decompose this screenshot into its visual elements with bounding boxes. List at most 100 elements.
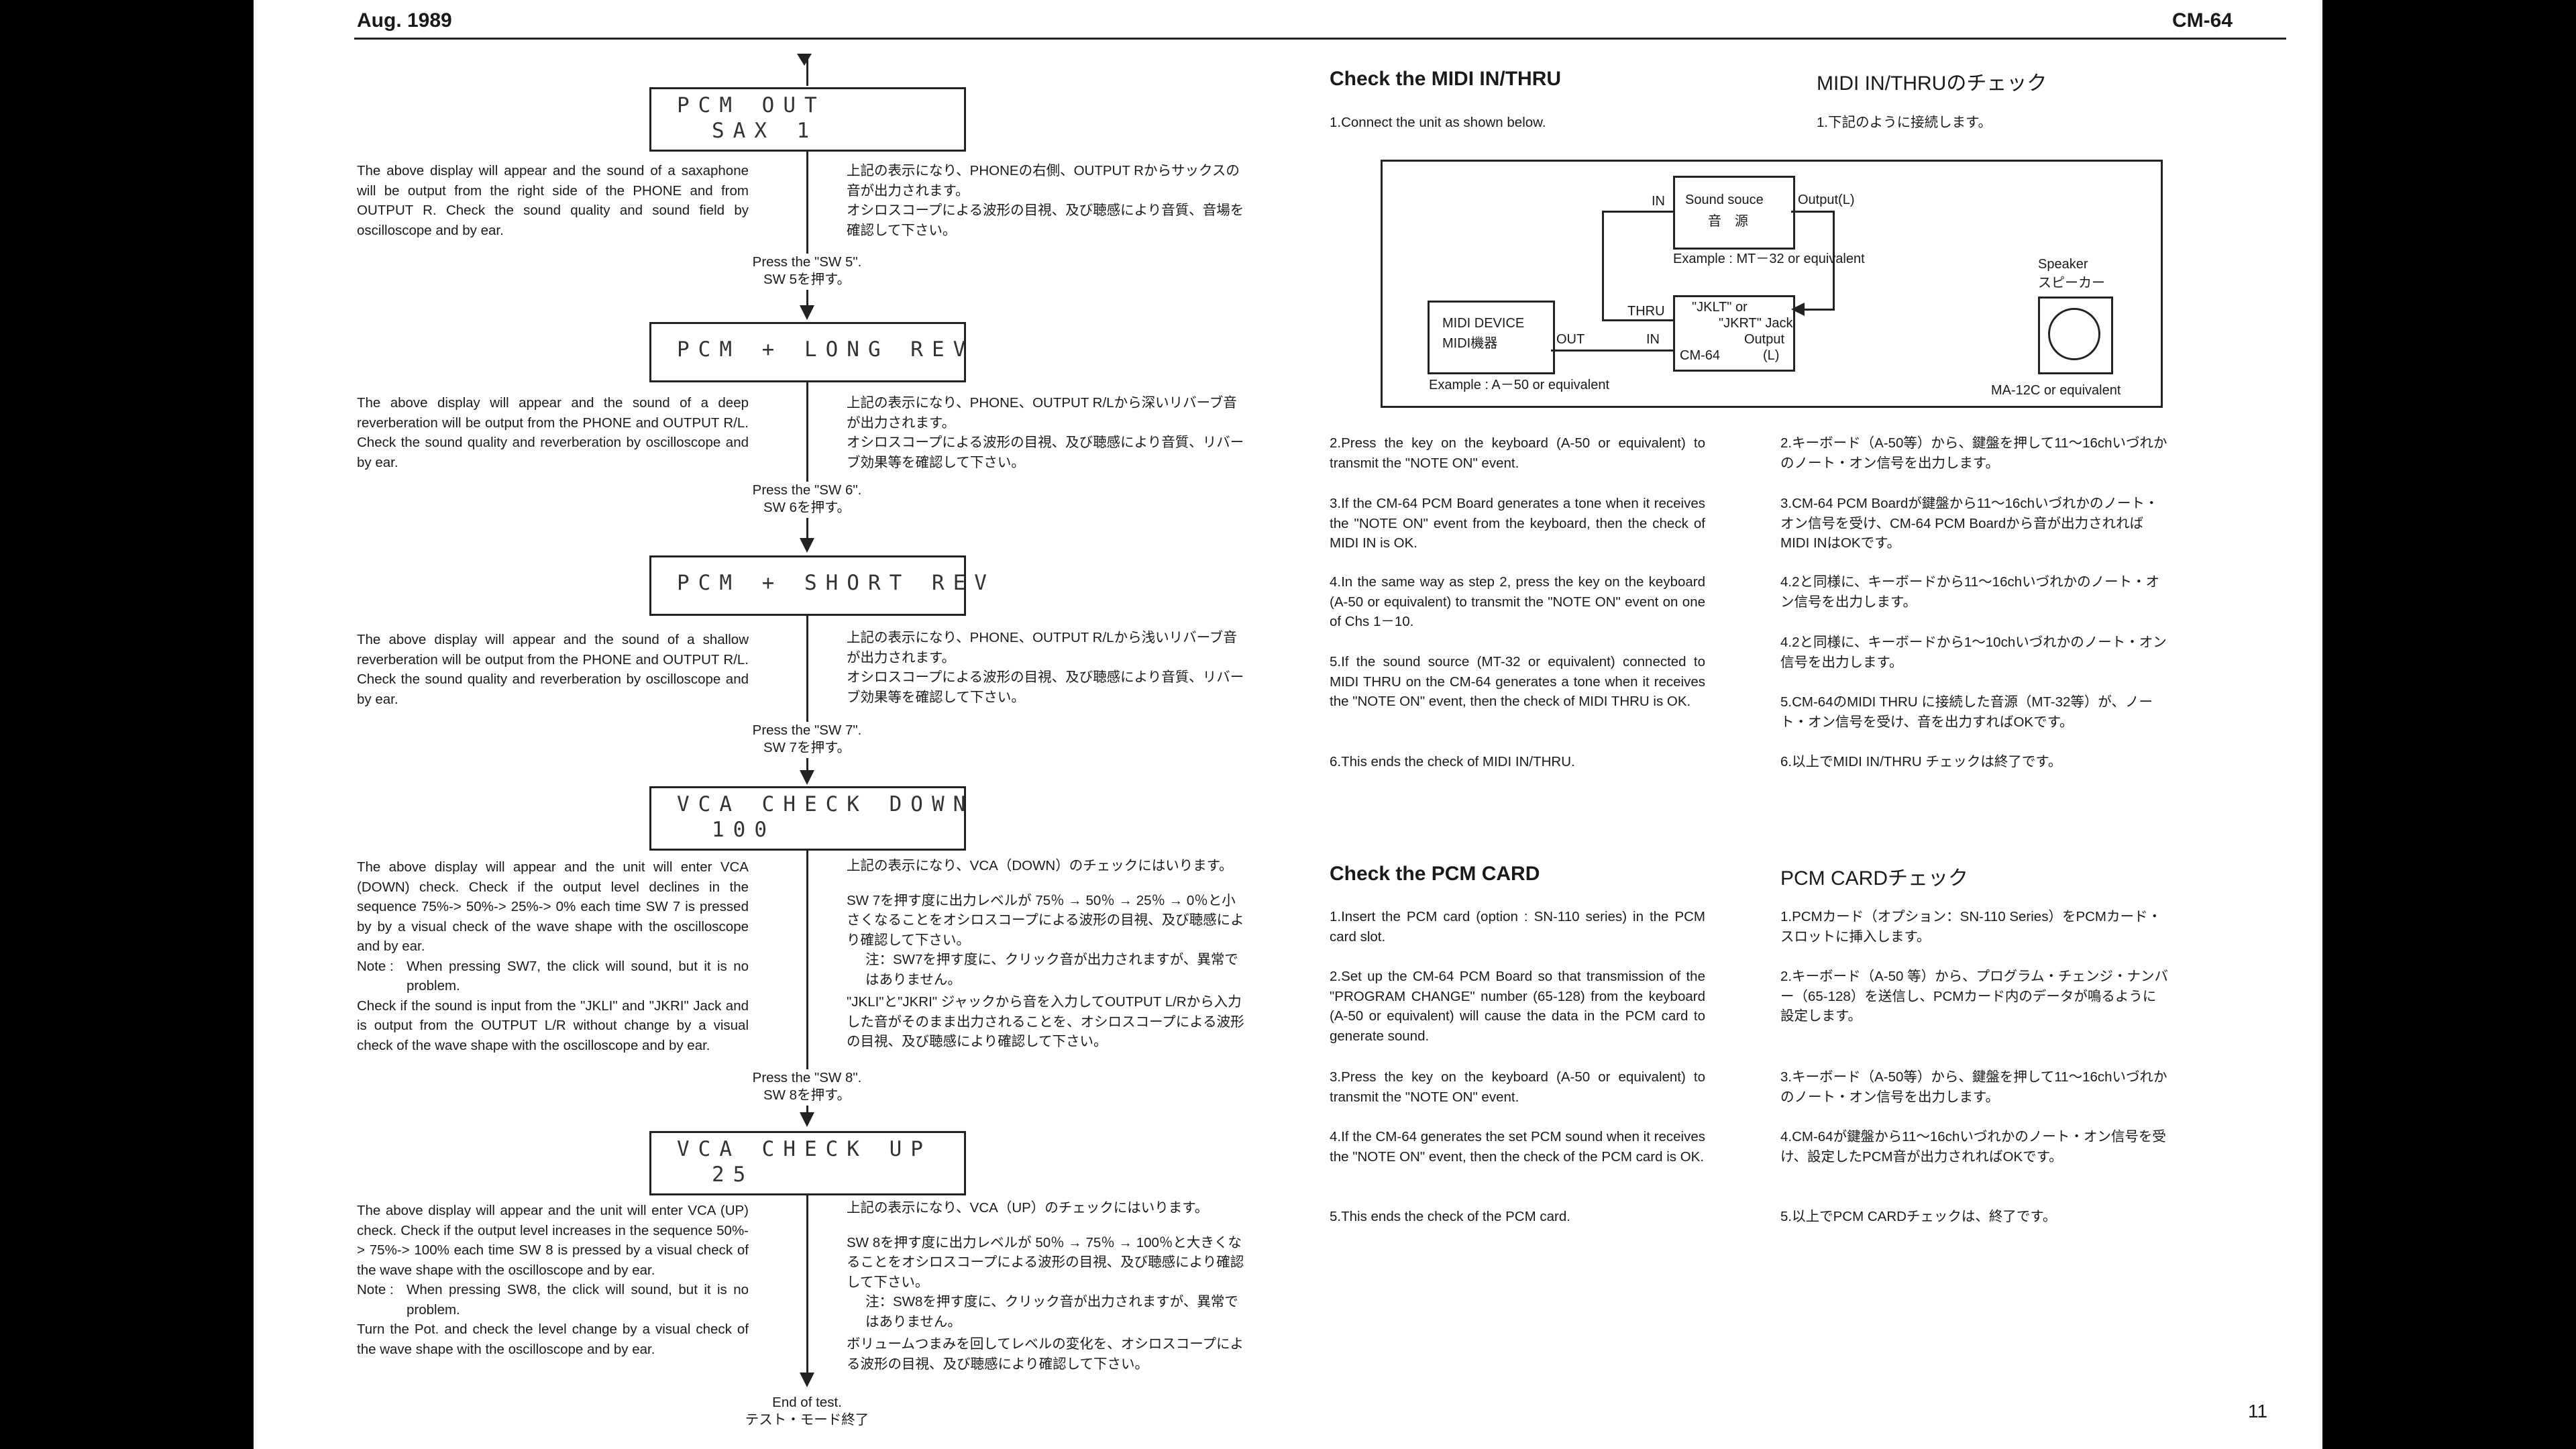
midi-step-3: 3.If the CM-64 PCM Board generates a ton…	[1330, 496, 1705, 551]
lcd-display-vca-up: VCA CHECK UP 25	[649, 1131, 966, 1195]
wire-thru-bottom	[1602, 319, 1673, 321]
midi-step-5: 5.If the sound source (MT-32 or equivale…	[1330, 654, 1705, 709]
speaker-icon	[2048, 308, 2100, 360]
connection-diagram	[1381, 160, 2163, 408]
pcm-step-2-jp: 2.キーボード（A-50 等）から、プログラム・チェンジ・ナンバー（65-128…	[1780, 969, 2168, 1024]
pcm-step-5: 5.This ends the check of the PCM card.	[1330, 1209, 1570, 1224]
in-label: IN	[1652, 194, 1665, 209]
speaker-label-jp: スピーカー	[2038, 276, 2105, 290]
lcd-display-long-rev: PCM + LONG REV	[649, 322, 966, 382]
press-jp: SW 8を押す。	[763, 1087, 851, 1103]
jack-label-2: "JKRT" Jack	[1719, 316, 1793, 331]
vca-up-pot-text: Turn the Pot. and check the level change…	[357, 1322, 749, 1357]
lcd-line-2: 25	[712, 1163, 755, 1187]
lcd-line-1: PCM + LONG REV	[677, 337, 975, 362]
lcd-line-1: VCA CHECK UP	[677, 1137, 932, 1161]
end-of-test: End of test. テスト・モード終了	[673, 1394, 941, 1429]
pcm-step-3-jp: 3.キーボード（A-50等）から、鍵盤を押して11〜16chいづれかのノート・オ…	[1780, 1069, 2167, 1105]
flow-line	[806, 849, 808, 1073]
lcd-line-2: 100	[712, 818, 775, 842]
sound-source-label-jp: 音 源	[1708, 214, 1748, 229]
jack-output-label: Output	[1744, 332, 1785, 347]
flow-arrow	[800, 1112, 814, 1127]
jp-line: "JKLI"と"JKRI" ジャックから音を入力してOUTPUT L/Rから入力…	[847, 994, 1244, 1049]
section-4-japanese: 上記の表示になり、VCA（DOWN）のチェックにはいります。 SW 7を押す度に…	[847, 856, 1246, 1052]
midi-check-title-jp: MIDI IN/THRUのチェック	[1817, 72, 2047, 95]
vca-down-note: Note : When pressing SW7, the click will…	[357, 957, 749, 996]
flow-line	[806, 758, 808, 771]
cm64-box	[1673, 295, 1795, 372]
pcm-step-4-jp: 4.CM-64が鍵盤から11〜16chいづれかのノート・オン信号を受け、設定した…	[1780, 1129, 2166, 1165]
thru-label: THRU	[1627, 304, 1665, 319]
press-en: Press the "SW 6".	[752, 482, 862, 498]
press-sw7: Press the "SW 7". SW 7を押す。	[673, 722, 941, 757]
in-label-2: IN	[1646, 332, 1660, 347]
midi-step-5-jp: 5.CM-64のMIDI THRU に接続した音源（MT-32等）が、ノート・オ…	[1780, 694, 2153, 730]
midi-step-6: 6.This ends the check of MIDI IN/THRU.	[1330, 754, 1575, 769]
midi-check-title: Check the MIDI IN/THRU	[1330, 68, 1562, 90]
section-2-english: The above display will appear and the so…	[357, 395, 749, 470]
speaker-box	[2038, 297, 2113, 374]
press-sw8: Press the "SW 8". SW 8を押す。	[673, 1069, 941, 1104]
sound-source-label: Sound souce	[1685, 193, 1764, 207]
flow-line	[806, 1106, 808, 1114]
cm64-label: CM-64	[1680, 348, 1721, 363]
speaker-label: Speaker	[2038, 257, 2088, 272]
jp-line: 上記の表示になり、VCA（DOWN）のチェックにはいります。	[847, 858, 1233, 873]
midi-device-label-jp: MIDI機器	[1442, 336, 1498, 351]
note-text: When pressing SW7, the click will sound,…	[407, 958, 749, 994]
example-mt32: Example : MT－32 or equivalent	[1673, 252, 1865, 266]
lcd-display-vca-down: VCA CHECK DOWN 100	[649, 786, 966, 851]
lcd-line-1: VCA CHECK DOWN	[677, 792, 975, 816]
midi-step-2: 2.Press the key on the keyboard (A-50 or…	[1330, 435, 1705, 471]
jp-line: SW 8を押す度に出力レベルが 50％ → 75％ → 100％と大きくなること…	[847, 1234, 1244, 1290]
section-2-japanese: 上記の表示になり、PHONE、OUTPUT R/Lから深いリバーブ音が出力されま…	[847, 395, 1244, 470]
vca-up-note: Note : When pressing SW8, the click will…	[357, 1280, 749, 1320]
midi-intro-jp: 1.下記のように接続します。	[1817, 115, 1992, 130]
section-5-japanese: 上記の表示になり、VCA（UP）のチェックにはいります。 SW 8を押す度に出力…	[847, 1198, 1246, 1374]
lcd-line-1: PCM OUT	[677, 93, 826, 117]
jp-note: 注：SW8を押す度に、クリック音が出力されますが、異常ではありません。	[865, 1294, 1238, 1330]
flow-arrow	[800, 305, 814, 320]
pcm-step-3: 3.Press the key on the keyboard (A-50 or…	[1330, 1069, 1705, 1105]
vca-down-text: The above display will appear and the un…	[357, 859, 749, 954]
note-label: Note :	[357, 958, 394, 974]
pcm-step-1-jp: 1.PCMカード（オプション：SN-110 Series）をPCMカード・スロッ…	[1780, 909, 2161, 945]
header-model: CM-64	[2172, 9, 2233, 32]
note-label: Note :	[357, 1282, 394, 1297]
section-3-japanese: 上記の表示になり、PHONE、OUTPUT R/Lから浅いリバーブ音が出力されま…	[847, 630, 1244, 705]
flow-arrow	[800, 538, 814, 553]
header-date: Aug. 1989	[357, 9, 452, 32]
midi-step-3-jp: 3.CM-64 PCM Boardが鍵盤から11〜16chいづれかのノート・オン…	[1780, 496, 2159, 551]
pcm-check-title-jp: PCM CARDチェック	[1780, 867, 1969, 890]
pcm-step-5-jp: 5.以上でPCM CARDチェックは、終了です。	[1780, 1209, 2057, 1224]
flow-line	[806, 150, 808, 256]
press-jp: SW 7を押す。	[763, 740, 851, 755]
jack-label-1: "JKLT" or	[1692, 300, 1748, 315]
press-en: Press the "SW 7".	[752, 722, 862, 738]
section-1-english: The above display will appear and the so…	[357, 163, 749, 238]
jp-line: ボリュームつまみを回してレベルの変化を、オシロスコープによる波形の目視、及び聴感…	[847, 1336, 1244, 1372]
midi-step-4b-jp: 4.2と同様に、キーボードから1〜10chいづれかのノート・オン信号を出力します…	[1780, 635, 2167, 670]
wire-output-top	[1791, 211, 1834, 213]
flow-arrow	[800, 1373, 814, 1387]
end-en: End of test.	[772, 1395, 842, 1410]
midi-device-box	[1428, 301, 1555, 374]
section-4-english: The above display will appear and the un…	[357, 857, 749, 1055]
flow-line	[806, 518, 808, 541]
header-rule	[354, 38, 2286, 40]
press-sw5: Press the "SW 5". SW 5を押す。	[673, 254, 941, 288]
wire-thru-vertical	[1602, 211, 1604, 321]
section-5-english: The above display will appear and the un…	[357, 1201, 749, 1359]
page-number: 11	[2248, 1401, 2268, 1421]
jack-l-label: (L)	[1763, 348, 1780, 363]
press-en: Press the "SW 5".	[752, 254, 862, 270]
end-jp: テスト・モード終了	[745, 1412, 869, 1428]
lcd-line-2: SAX 1	[712, 119, 818, 143]
pcm-step-2: 2.Set up the CM-64 PCM Board so that tra…	[1330, 969, 1705, 1044]
jp-note: 注：SW7を押す度に、クリック音が出力されますが、異常ではありません。	[865, 952, 1238, 987]
example-ma12c: MA-12C or equivalent	[1991, 383, 2121, 398]
section-1-japanese: 上記の表示になり、PHONEの右側、OUTPUT Rからサックスの音が出力されま…	[847, 163, 1244, 238]
flow-line	[806, 614, 808, 723]
midi-intro: 1.Connect the unit as shown below.	[1330, 115, 1546, 130]
